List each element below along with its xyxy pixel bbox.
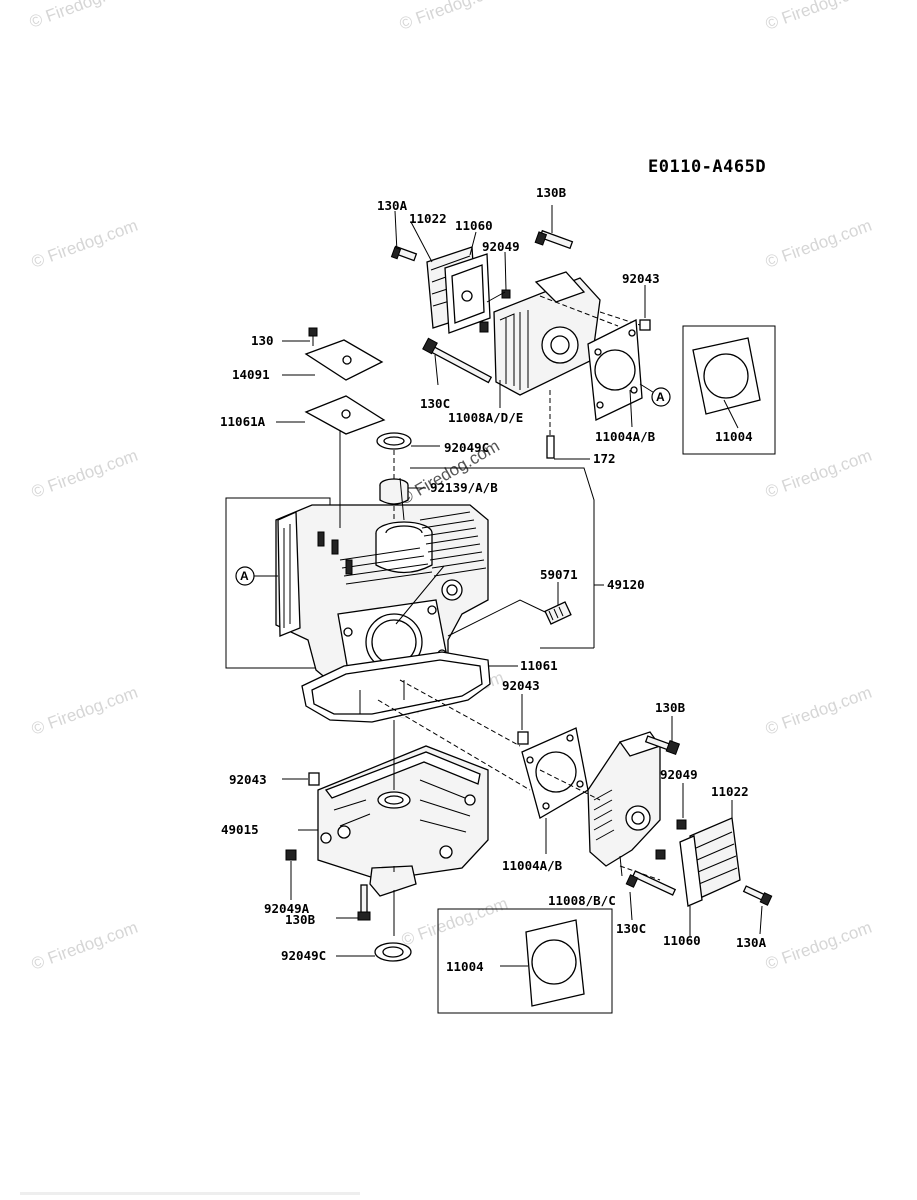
watermark: © Firedog.com: [27, 0, 138, 32]
label-92049a: 92049A: [264, 901, 310, 916]
label-11022-top: 11022: [409, 211, 447, 226]
crankcase: [225, 430, 604, 691]
watermark: © Firedog.com: [29, 446, 140, 502]
watermark: © Firedog.com: [763, 446, 874, 502]
crankcase-base: [282, 720, 489, 962]
watermark: © Firedog.com: [29, 216, 140, 272]
label-11060-bot: 11060: [663, 933, 701, 948]
watermark: © Firedog.com: [397, 0, 508, 34]
watermark: © Firedog.com: [29, 918, 140, 974]
label-49015: 49015: [221, 822, 259, 837]
label-11008bc: 11008/B/C: [548, 893, 616, 908]
label-130: 130: [251, 333, 274, 348]
dowel-left: [308, 772, 320, 786]
diagram-code: E0110-A465D: [648, 157, 766, 177]
bolt-130c-top: [422, 337, 493, 386]
label-11004ab-bot: 11004A/B: [502, 858, 563, 873]
watermark: © Firedog.com: [763, 0, 874, 34]
callout-a-block: A: [235, 566, 278, 586]
label-11022-mid: 11022: [711, 784, 749, 799]
label-130b-top: 130B: [536, 185, 567, 200]
label-130a-bot: 130A: [736, 935, 767, 950]
base-gasket: [301, 651, 518, 723]
label-11060-top: 11060: [455, 218, 493, 233]
watermark: © Firedog.com: [763, 216, 874, 272]
label-130c-top: 130C: [420, 396, 450, 411]
label-92049-top: 92049: [482, 239, 520, 254]
label-14091: 14091: [232, 367, 270, 382]
stud-172: [546, 435, 555, 459]
label-130a-top: 130A: [377, 198, 408, 213]
bolt-130a-top: [390, 210, 418, 262]
gasket-detail-box-top: [682, 325, 776, 455]
watermark: © Firedog.com: [763, 683, 874, 739]
label-92043-top: 92043: [622, 271, 660, 286]
label-172: 172: [593, 451, 616, 466]
drain-plug: [285, 849, 297, 861]
gasket-detail-box-bottom: [437, 908, 613, 1014]
svg-text:A: A: [240, 569, 249, 583]
watermark: © Firedog.com: [29, 683, 140, 739]
label-11061: 11061: [520, 658, 558, 673]
label-92049-mid: 92049: [660, 767, 698, 782]
plug-59071: [447, 582, 572, 637]
top-head-assembly: A: [276, 205, 776, 460]
label-92139: 92139/A/B: [430, 480, 498, 495]
watermark: © Firedog.com: [763, 918, 874, 974]
watermark: © Firedog.com: [399, 894, 510, 950]
label-11004ab-top: 11004A/B: [595, 429, 656, 444]
svg-text:A: A: [656, 390, 665, 404]
dowel-mid: [517, 731, 529, 745]
label-11004-bot: 11004: [446, 959, 484, 974]
label-11004-top: 11004: [715, 429, 753, 444]
bolt-130b-top: [534, 205, 574, 250]
label-130c-bot: 130C: [616, 921, 646, 936]
dowel-top: [639, 319, 651, 331]
label-49120: 49120: [607, 577, 645, 592]
label-92049c-bot: 92049C: [281, 948, 326, 963]
label-92043-mid: 92043: [502, 678, 540, 693]
label-130b-mid: 130B: [655, 700, 686, 715]
label-11008ade: 11008A/D/E: [448, 410, 523, 425]
callout-a-top: A: [651, 387, 671, 407]
breather-group: [304, 327, 386, 435]
bottom-head-assembly: [437, 694, 773, 1014]
label-92049c-top: 92049C: [444, 440, 489, 455]
label-59071: 59071: [540, 567, 578, 582]
screw-130: [308, 327, 318, 337]
label-130b-low: 130B: [285, 912, 316, 927]
label-11061a: 11061A: [220, 414, 266, 429]
part-labels: 130A 11022 11060 130B 92049 92043 130 14…: [220, 185, 767, 974]
label-92043-left: 92043: [229, 772, 267, 787]
